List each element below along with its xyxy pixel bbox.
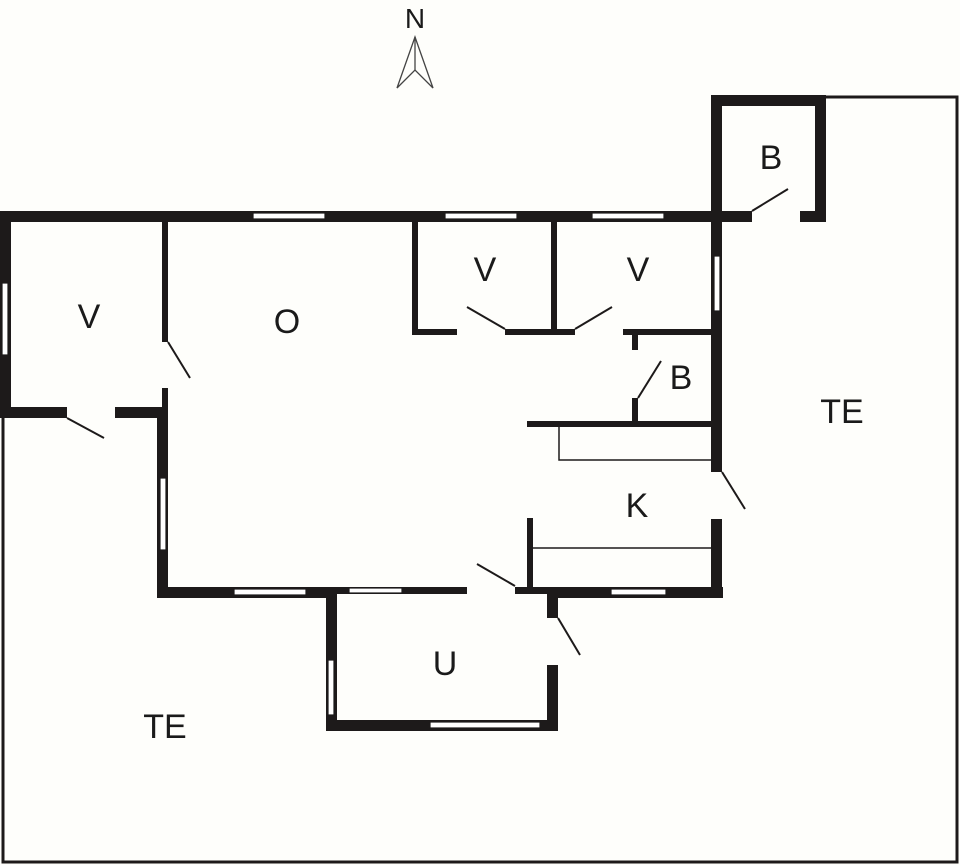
door-swing <box>66 417 105 439</box>
wall-v1-west <box>412 222 418 335</box>
windows <box>1 212 721 729</box>
room-label-b-bath: B <box>669 359 693 397</box>
window <box>713 255 721 312</box>
door-gap <box>467 586 515 594</box>
room-label-b-annex: B <box>759 139 783 177</box>
wall-annex-east <box>815 95 826 222</box>
room-label-k: K <box>625 487 649 525</box>
window <box>429 721 541 729</box>
door-gap <box>632 350 638 398</box>
door-swings <box>66 188 789 656</box>
door-swing <box>557 617 581 656</box>
door-gap <box>457 329 505 335</box>
north-arrow-icon <box>396 35 434 89</box>
door-swing <box>574 306 613 330</box>
window <box>252 212 326 220</box>
door-swing <box>751 188 789 212</box>
door-gap <box>711 472 722 519</box>
wall-u-west <box>326 587 337 731</box>
room-label-v-west: V <box>77 298 101 336</box>
door-swing <box>167 341 191 379</box>
wall-v-south <box>412 329 712 335</box>
wall-v1-v2 <box>551 222 557 335</box>
door-swing <box>637 360 662 399</box>
wall-annex-north <box>711 95 826 106</box>
window <box>610 588 667 596</box>
room-label-terrace-east: TE <box>820 393 864 431</box>
window <box>327 659 335 716</box>
wall-o-south-mid <box>326 587 556 594</box>
window <box>444 212 518 220</box>
window <box>233 588 307 596</box>
door-gap <box>547 618 558 665</box>
window <box>159 477 167 551</box>
door-swing <box>466 306 506 330</box>
wall-v-o-upper <box>162 222 168 342</box>
terrace-outline <box>1 95 959 864</box>
wall-annex-west <box>711 95 722 222</box>
wall-k-west <box>527 518 533 593</box>
wall-v-o-lower <box>162 388 168 418</box>
room-label-v-north-2: V <box>626 251 650 289</box>
door-swing <box>476 563 516 587</box>
door-gap <box>67 407 115 418</box>
door-gap <box>575 329 623 335</box>
door-openings <box>67 211 800 665</box>
window <box>591 212 665 220</box>
compass-north-label: N <box>404 3 426 34</box>
door-gap <box>162 342 168 388</box>
kitchen-counters <box>533 427 711 549</box>
wall-north <box>0 211 722 222</box>
room-label-v-north-1: V <box>473 251 497 289</box>
counter-upper <box>558 427 711 461</box>
window <box>1 282 9 356</box>
room-label-terrace-southwest: TE <box>143 708 187 746</box>
door-gap <box>752 211 800 222</box>
wall-east <box>711 211 722 598</box>
window <box>348 587 403 594</box>
wall-bath-south <box>527 421 717 427</box>
room-label-o: O <box>273 303 301 341</box>
door-swing <box>721 471 746 510</box>
room-label-u: U <box>432 645 458 683</box>
